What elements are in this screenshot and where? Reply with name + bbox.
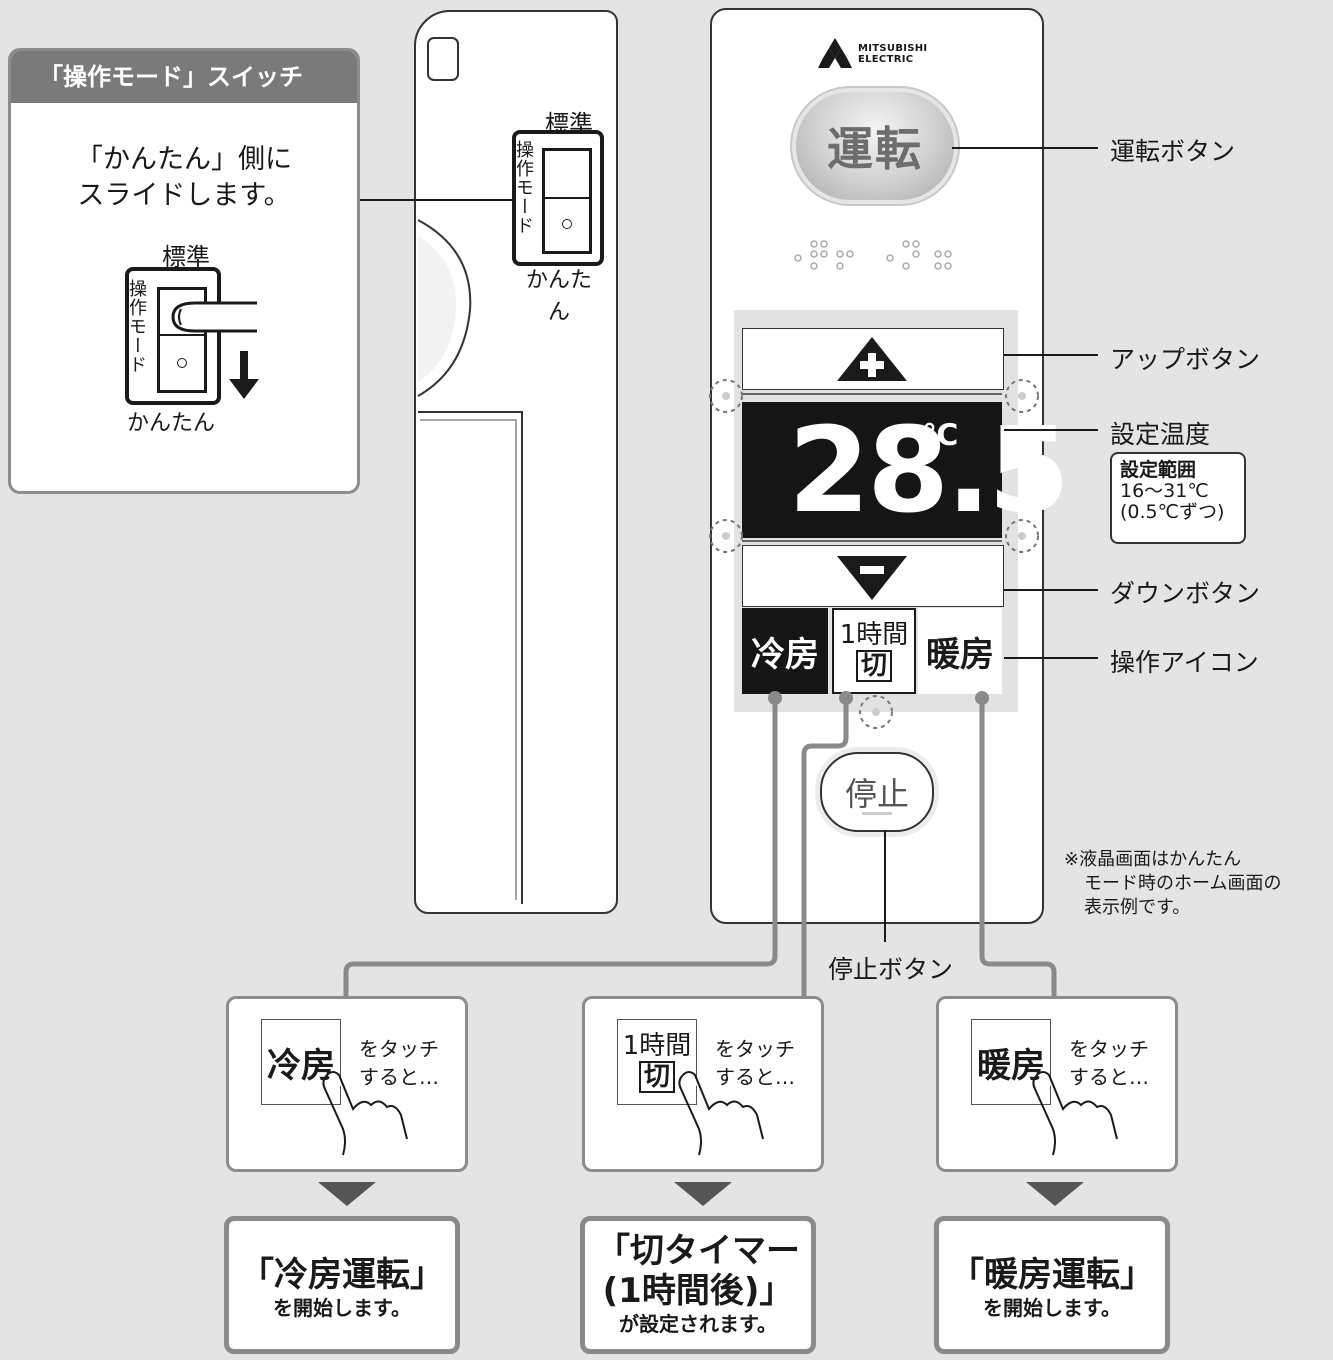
result-heat-main: 「暖房運転」 [950,1255,1154,1295]
touch-panel-heat: 暖房 をタッチ すると… [936,996,1178,1172]
plus-triangle-icon [837,337,907,381]
run-button[interactable]: 運転 [796,92,954,200]
touch-timer-text1: をタッチ [715,1037,795,1061]
result-cool-main: 「冷房運転」 [240,1255,444,1295]
down-button[interactable] [742,545,1004,607]
mode-switch-desc-line2: スライドします。 [77,180,291,211]
touch-panel-cool: 冷房 をタッチ すると… [226,996,468,1172]
switch-side-label: 操作モード [126,279,147,374]
touch-timer-line1: 1時間 [622,1031,692,1061]
set-temp-label: 設定温度 [1110,420,1211,449]
stop-button[interactable]: 停止 [820,752,934,832]
hand-pointer-icon [1032,1071,1118,1156]
remote-side-details [417,37,523,904]
minus-triangle-icon [837,556,907,600]
result-heat-sub: を開始します。 [983,1296,1121,1320]
mitsubishi-logo-icon [818,38,852,68]
brand-line1: MITSUBISHI [858,43,928,54]
result-heat: 「暖房運転」 を開始します。 [934,1216,1170,1354]
brand-line2: ELECTRIC [858,54,914,65]
timer-icon-line1: 1時間 [839,620,909,650]
temperature-range-box: 設定範囲 16〜31℃ (0.5℃ずつ) [1110,452,1246,544]
heat-icon-button[interactable]: 暖房 [918,608,1002,694]
mode-switch-title: 「操作モード」スイッチ [11,51,357,103]
hand-pointer-icon [678,1071,764,1156]
finger-icon [171,301,257,333]
result-cool: 「冷房運転」 を開始します。 [224,1216,460,1354]
touch-panel-timer: 1時間 切 をタッチ すると… [582,996,824,1172]
touch-heat-text2: すると… [1069,1065,1149,1089]
touch-heat-icon: 暖房 [971,1019,1051,1105]
result-timer: 「切タイマー (1時間後)」 が設定されます。 [580,1216,816,1354]
brand-logo: MITSUBISHI ELECTRIC [818,38,927,70]
note-line2: モード時のホーム画面の [1084,873,1282,894]
range-values: 16〜31℃ [1120,480,1209,502]
lcd-note: ※液晶画面はかんたん モード時のホーム画面の 表示例です。 [1064,848,1281,920]
operation-icon-label: 操作アイコン [1110,648,1259,677]
note-line3: 表示例です。 [1084,897,1191,918]
range-title: 設定範囲 [1120,459,1197,481]
stop-button-label: 停止 [844,775,909,813]
down-button-label: ダウンボタン [1110,579,1261,608]
result-timer-main2: (1時間後)」 [602,1271,794,1311]
touch-cool-icon: 冷房 [261,1019,341,1105]
result-timer-main1: 「切タイマー [596,1231,800,1271]
touch-cool-text2: すると… [359,1065,439,1089]
timer-icon-line2: 切 [855,650,892,682]
timer-icon-button[interactable]: 1時間 切 [832,608,916,694]
mode-switch-callout: 「操作モード」スイッチ 「かんたん」側に スライドします。 標準 操作モード か… [8,48,360,494]
up-button[interactable] [742,328,1004,390]
set-temperature-display: 28.5 ℃ [742,402,1070,538]
mode-switch-desc-line1: 「かんたん」側に [76,144,292,175]
switch-standard-label: 標準 [162,243,210,271]
up-button-label: アップボタン [1110,345,1261,374]
side-mode-switch: 操作モード [512,130,604,266]
touch-timer-line2: 切 [638,1061,675,1093]
touch-heat-text1: をタッチ [1069,1037,1149,1061]
result-cool-sub: を開始します。 [273,1296,411,1320]
run-button-label: 運転ボタン [1110,137,1236,166]
arrow-down-icon [229,351,259,399]
touch-cool-text1: をタッチ [359,1037,439,1061]
note-line1: ※液晶画面はかんたん [1064,849,1242,870]
side-switch-easy-label: かんたん [525,268,592,325]
switch-easy-label: かんたん [126,411,215,436]
sensor-markers [709,379,1039,729]
touch-timer-icon: 1時間 切 [617,1019,697,1105]
temperature-unit: ℃ [922,418,959,453]
range-step: (0.5℃ずつ) [1120,501,1225,523]
braille-dots [794,240,952,270]
stop-button-callout: 停止ボタン [828,955,954,984]
cool-icon-button[interactable]: 冷房 [742,608,828,694]
hand-pointer-icon [322,1071,408,1156]
result-timer-sub: が設定されます。 [619,1312,777,1336]
side-switch-side-label: 操作モード [513,140,534,235]
side-switch-slider [542,148,592,254]
touch-timer-text2: すると… [715,1065,795,1089]
temperature-value: 28.5 [788,401,1070,539]
